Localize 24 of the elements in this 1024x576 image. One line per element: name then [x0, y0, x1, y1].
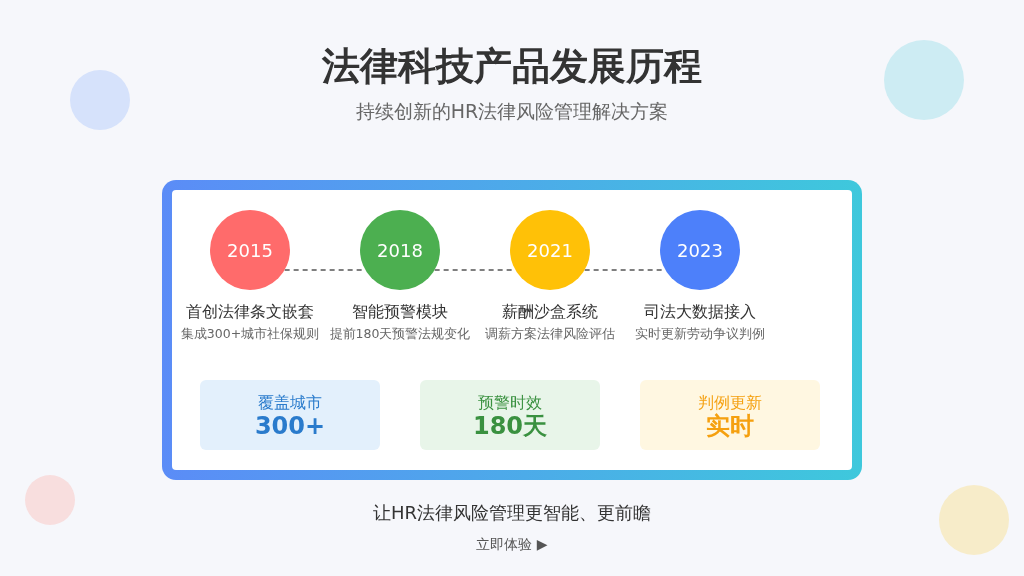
year-label: 2021	[527, 239, 573, 261]
milestone-description: 实时更新劳动争议判例	[635, 326, 765, 341]
year-label: 2018	[377, 239, 423, 261]
cta-link: 立即体验 ▶	[476, 536, 548, 553]
year-label: 2015	[227, 239, 273, 261]
milestone-title: 司法大数据接入	[644, 303, 756, 322]
stat-value: 300+	[254, 412, 326, 440]
milestone-description: 集成300+城市社保规则	[180, 326, 320, 341]
year-label: 2023	[677, 239, 723, 261]
stat-card	[200, 380, 380, 450]
milestone-title: 首创法律条文嵌套	[186, 303, 314, 322]
stat-value: 实时	[706, 412, 754, 440]
tagline: 让HR法律风险管理更智能、更前瞻	[373, 502, 651, 524]
stat-label: 预警时效	[478, 394, 542, 412]
milestone-title: 薪酬沙盒系统	[502, 303, 598, 322]
milestone-description: 调薪方案法律风险评估	[485, 326, 615, 341]
subtitle: 持续创新的HR法律风险管理解决方案	[355, 100, 669, 123]
stat-value: 180天	[472, 412, 548, 440]
milestone-title: 智能预警模块	[352, 303, 448, 322]
page-title: 法律科技产品发展历程	[322, 44, 702, 90]
stat-label: 判例更新	[698, 394, 762, 412]
milestone-description: 提前180天预警法规变化	[329, 326, 471, 341]
stat-card	[640, 380, 820, 450]
stat-label: 覆盖城市	[258, 394, 322, 412]
